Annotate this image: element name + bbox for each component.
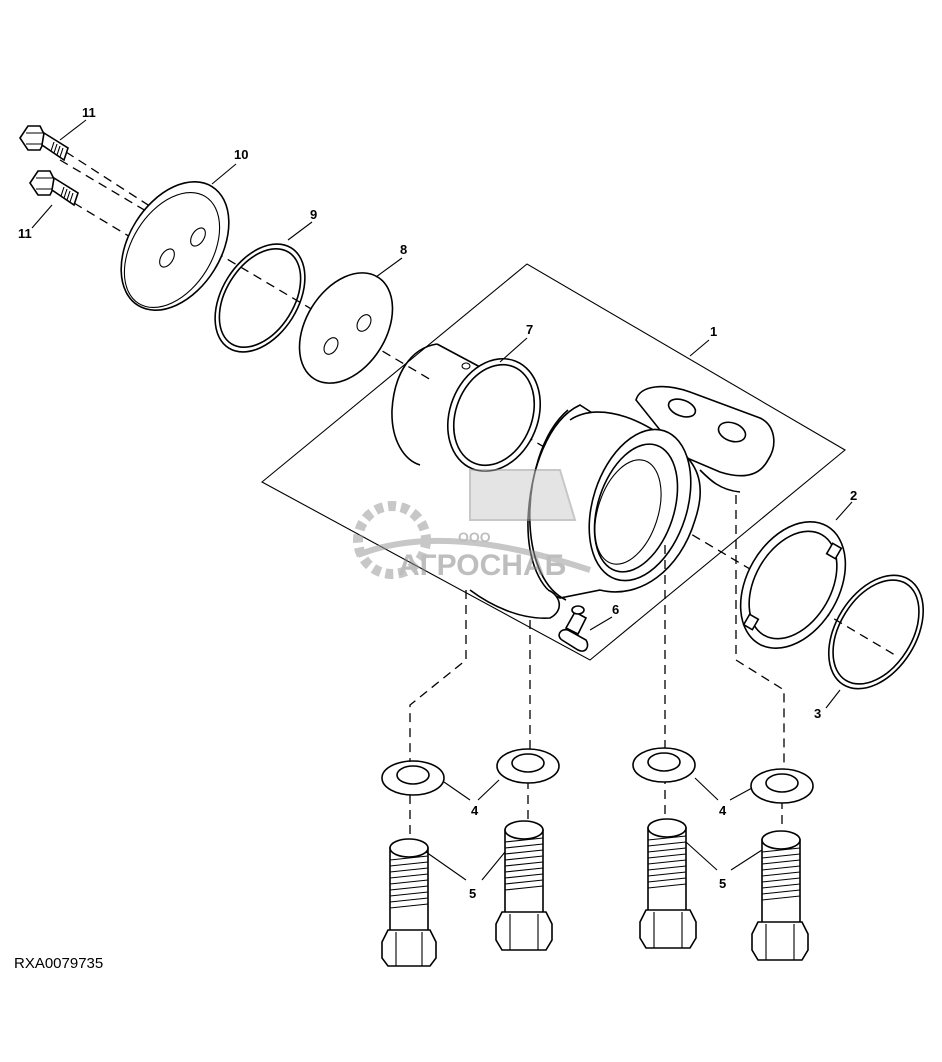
housing-1: [469, 385, 775, 619]
callout-4-right: 4: [719, 803, 727, 818]
watermark-company-name: АГРОСНАБ: [398, 549, 566, 582]
lube-fitting-6: [558, 605, 589, 652]
shim-plate-8: [298, 272, 394, 384]
callout-9: 9: [310, 207, 317, 222]
washer-4a: [381, 760, 445, 796]
bolt-5a: [381, 838, 437, 967]
washer-4b: [496, 748, 560, 784]
cap-screw-11-lower: [29, 170, 79, 207]
callout-5-left: 5: [469, 886, 476, 901]
drawing-reference-id: RXA0079735: [14, 955, 103, 972]
bolt-path-4: [735, 495, 785, 775]
callout-11-lower: 11: [18, 226, 32, 241]
watermark-logo: ООО АГРОСНАБ: [353, 469, 591, 582]
bolt-5c: [639, 818, 697, 949]
ring-3: [827, 574, 925, 690]
callout-7: 7: [526, 322, 533, 337]
washer-4c: [632, 747, 696, 783]
callout-11-upper: 11: [82, 105, 96, 120]
callout-4-left: 4: [471, 803, 479, 818]
callout-10: 10: [234, 147, 248, 162]
washer-4d: [750, 768, 814, 804]
cap-screw-11-upper: [19, 125, 69, 162]
callout-2: 2: [850, 488, 857, 503]
bolt-axis-line-lower: [73, 202, 166, 259]
thrust-washer-2: [739, 520, 847, 650]
bushing-7: [391, 343, 542, 473]
callout-1: 1: [710, 324, 717, 339]
callout-8: 8: [400, 242, 407, 257]
bolt-5b: [495, 820, 553, 951]
callout-3: 3: [814, 706, 821, 721]
callout-5-right: 5: [719, 876, 726, 891]
ring-9: [214, 243, 306, 353]
bolt-5d: [751, 830, 809, 961]
watermark-prefix: ООО: [458, 529, 491, 545]
callout-6: 6: [612, 602, 619, 617]
bolt-path-1: [409, 590, 467, 770]
leader-lines: [31, 119, 853, 881]
assembly-outline: [261, 263, 846, 661]
end-plate-10: [120, 181, 230, 311]
